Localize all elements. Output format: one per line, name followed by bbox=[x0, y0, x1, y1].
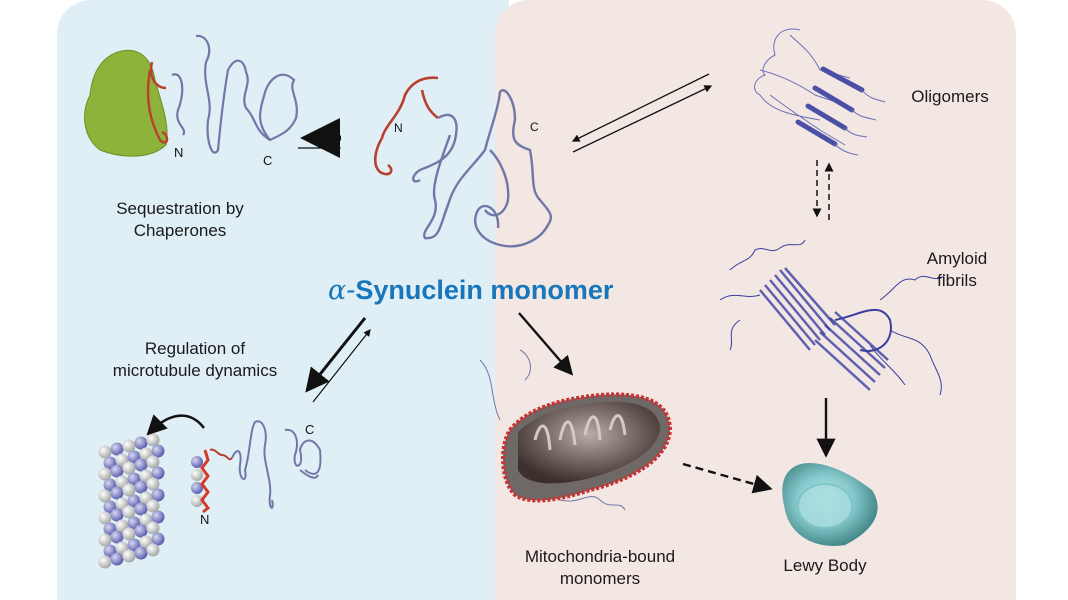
tubulin-subunit bbox=[134, 458, 148, 472]
mitochondria-to-lewy-arrow bbox=[682, 462, 773, 494]
monomer-n-terminal-region bbox=[373, 76, 439, 176]
chaperone-bound-coil bbox=[171, 34, 298, 154]
microtubule-label-line2: microtubule dynamics bbox=[112, 361, 278, 380]
tubulin-subunit bbox=[146, 543, 160, 557]
chaperones-label-line2: Chaperones bbox=[133, 221, 227, 240]
tubulin-subunit bbox=[122, 549, 136, 563]
tubulin-subunit bbox=[122, 505, 136, 519]
chaperone-bound-n-terminal bbox=[146, 61, 169, 144]
tubulin-subunit bbox=[146, 477, 160, 491]
tubulin-subunit bbox=[134, 436, 148, 450]
lewy-body bbox=[782, 462, 878, 546]
microtubule-bound-monomer bbox=[191, 420, 322, 514]
diagram-artwork: N C N C bbox=[84, 28, 946, 569]
tubulin-subunit bbox=[122, 527, 136, 541]
tubulin-subunit bbox=[146, 433, 160, 447]
tubulin-subunit bbox=[110, 442, 124, 456]
tubulin-subunit bbox=[151, 488, 165, 502]
tubulin-subunit bbox=[134, 546, 148, 560]
amyloid-fibrils-structure bbox=[719, 239, 946, 396]
microtubule-binding-curved-arrow bbox=[146, 414, 205, 436]
monomer-c-terminus-label: C bbox=[530, 120, 539, 134]
tubulin-subunit bbox=[134, 480, 148, 494]
tubulin-subunit bbox=[146, 521, 160, 535]
chaperones-label: Sequestration by Chaperones bbox=[90, 198, 270, 242]
tubulin-subunit bbox=[122, 439, 136, 453]
mitochondria bbox=[479, 349, 673, 511]
tubulin-subunit bbox=[110, 486, 124, 500]
microtubule-label-line1: Regulation of bbox=[144, 339, 246, 358]
tubulin-subunit bbox=[110, 508, 124, 522]
tubulin-subunit bbox=[98, 467, 112, 481]
alpha-synuclein-monomer bbox=[373, 76, 553, 248]
page-title: α-Synuclein monomer bbox=[328, 275, 613, 306]
oligomer-equilibrium-arrows bbox=[571, 73, 713, 153]
chaperone-complex bbox=[84, 34, 298, 157]
tubulin-subunit bbox=[98, 555, 112, 569]
tubulin-subunit bbox=[134, 502, 148, 516]
chaperones-label-line1: Sequestration by bbox=[116, 199, 244, 218]
microtubule-equilibrium-arrows bbox=[305, 317, 371, 403]
tubulin-subunit bbox=[122, 483, 136, 497]
mitochondria-label: Mitochondria-bound monomers bbox=[510, 546, 690, 590]
chaperone-c-terminus-label: C bbox=[263, 153, 272, 168]
fibril-equilibrium-arrows bbox=[812, 160, 834, 220]
tubulin-subunit bbox=[98, 445, 112, 459]
amyloid-fibrils-label-line2: fibrils bbox=[937, 271, 977, 290]
microtubule-c-terminus-label: C bbox=[305, 422, 314, 437]
title-alpha-prefix: α- bbox=[328, 275, 356, 306]
chaperone-n-terminus-label: N bbox=[174, 145, 183, 160]
monomer-to-mitochondria-arrow bbox=[518, 312, 574, 376]
tubulin-subunit bbox=[134, 524, 148, 538]
amyloid-fibrils-label: Amyloid fibrils bbox=[912, 248, 1002, 292]
monomer-coil bbox=[412, 89, 553, 248]
oligomers-label: Oligomers bbox=[911, 87, 989, 106]
tubulin-subunit bbox=[151, 532, 165, 546]
pathological-panel bbox=[495, 0, 1016, 600]
oligomers-structure bbox=[754, 28, 886, 156]
lewy-body-label: Lewy Body bbox=[783, 556, 867, 575]
chaperone-equilibrium-arrows bbox=[298, 118, 342, 158]
tubulin-subunit bbox=[110, 464, 124, 478]
amyloid-fibrils-label-line1: Amyloid bbox=[926, 249, 988, 268]
tubulin-subunit bbox=[98, 489, 112, 503]
tubulin-subunit bbox=[110, 530, 124, 544]
tubulin-subunit bbox=[146, 455, 160, 469]
tubulin-subunit bbox=[98, 533, 112, 547]
tubulin-subunit bbox=[98, 511, 112, 525]
tubulin-subunit bbox=[151, 444, 165, 458]
monomer-n-terminus-label: N bbox=[394, 121, 403, 135]
microtubule-n-terminus-label: N bbox=[200, 512, 209, 527]
tubulin-subunit bbox=[146, 499, 160, 513]
mitochondria-label-line1: Mitochondria-bound bbox=[524, 547, 676, 566]
title-main-text: Synuclein monomer bbox=[355, 275, 614, 305]
mitochondria-label-line2: monomers bbox=[559, 569, 641, 588]
microtubule-label: Regulation of microtubule dynamics bbox=[95, 338, 295, 382]
chaperone-surface bbox=[84, 49, 168, 157]
tubulin-subunit bbox=[122, 461, 136, 475]
microtubule bbox=[98, 433, 165, 569]
tubulin-subunit bbox=[110, 552, 124, 566]
tubulin-subunit bbox=[151, 510, 165, 524]
tubulin-subunit bbox=[151, 466, 165, 480]
